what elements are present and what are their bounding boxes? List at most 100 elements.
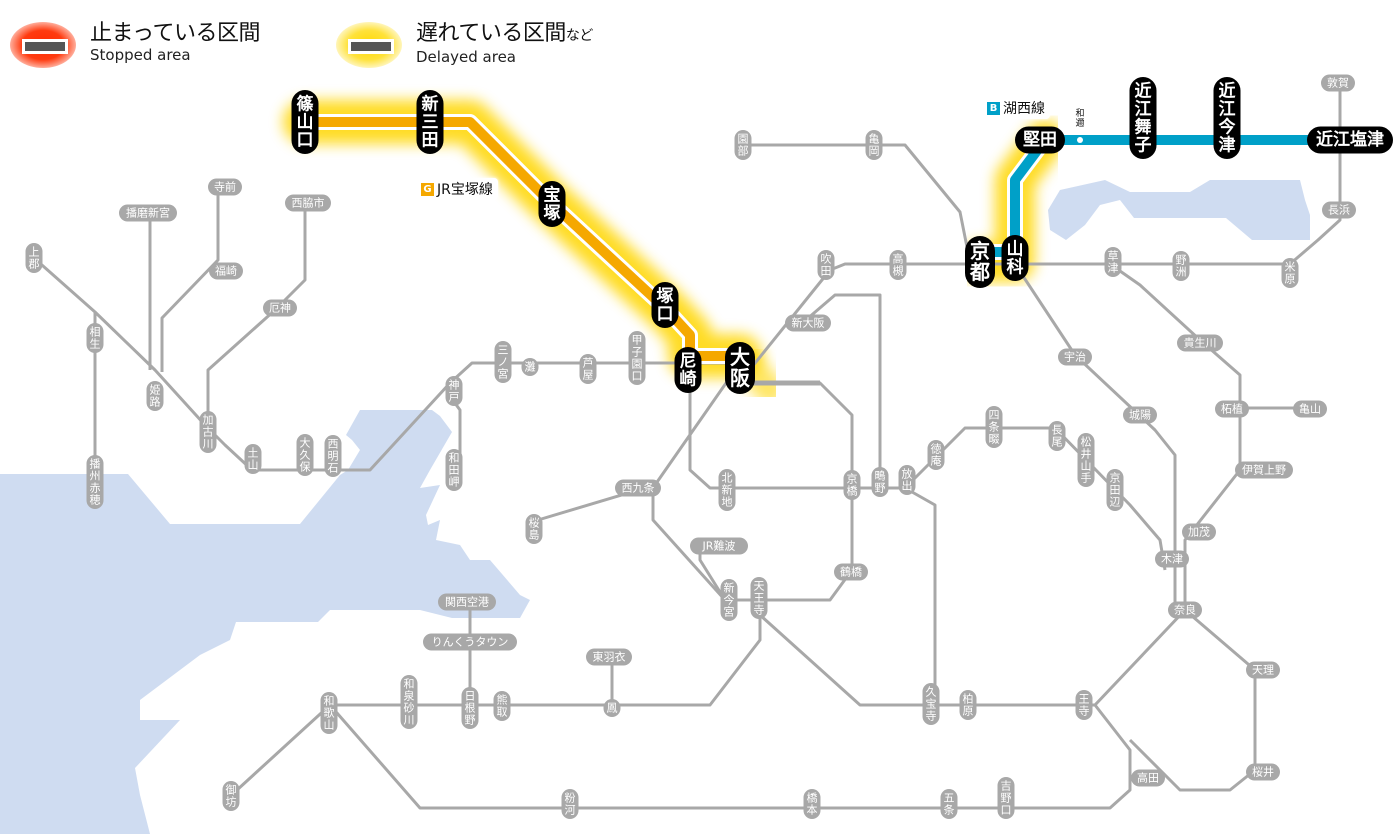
station[interactable]: 城陽 bbox=[1123, 406, 1157, 424]
station[interactable]: 高槻 bbox=[889, 250, 907, 280]
station[interactable]: 播州赤穂 bbox=[86, 455, 104, 509]
station[interactable]: 新大阪 bbox=[785, 314, 831, 332]
station[interactable]: 日根野 bbox=[461, 687, 479, 729]
station[interactable]: 熊取 bbox=[493, 691, 511, 721]
station-affected[interactable]: 大阪 bbox=[725, 342, 755, 394]
station-affected[interactable]: 尼崎 bbox=[674, 347, 702, 393]
station[interactable]: 桜島 bbox=[525, 514, 543, 544]
station[interactable]: 和田岬 bbox=[445, 449, 463, 491]
station[interactable]: りんくうタウン bbox=[423, 633, 517, 651]
station-affected[interactable]: 近江今津 bbox=[1213, 77, 1241, 159]
station[interactable]: 伊賀上野 bbox=[1235, 461, 1293, 479]
station[interactable]: 大久保 bbox=[296, 434, 314, 476]
station[interactable]: 厄神 bbox=[263, 299, 297, 317]
station[interactable]: 敦賀 bbox=[1321, 74, 1355, 92]
station[interactable]: 長浜 bbox=[1322, 201, 1356, 219]
station[interactable]: 柘植 bbox=[1215, 400, 1249, 418]
station[interactable]: 吹田 bbox=[817, 250, 835, 280]
station[interactable]: 吉野口 bbox=[997, 777, 1015, 819]
station[interactable]: 久宝寺 bbox=[922, 683, 940, 725]
station[interactable]: 松井山手 bbox=[1077, 433, 1095, 487]
rail-line-normal[interactable] bbox=[1128, 608, 1257, 792]
station[interactable]: 園部 bbox=[734, 130, 752, 160]
station[interactable]: 福崎 bbox=[209, 262, 243, 280]
station[interactable]: JR難波 bbox=[690, 537, 748, 555]
station-affected[interactable]: 近江舞子 bbox=[1129, 77, 1157, 159]
station[interactable]: 草津 bbox=[1104, 247, 1122, 277]
rail-line-normal[interactable] bbox=[206, 205, 307, 440]
station[interactable]: 京田辺 bbox=[1106, 469, 1124, 511]
station[interactable]: 播磨新宮 bbox=[119, 204, 177, 222]
station[interactable]: 野洲 bbox=[1172, 251, 1190, 281]
station[interactable]: 亀山 bbox=[1293, 400, 1327, 418]
station[interactable]: 相生 bbox=[86, 323, 104, 353]
station[interactable]: 西九条 bbox=[615, 479, 661, 497]
station[interactable]: 鶴橋 bbox=[834, 563, 868, 581]
line-badge-takarazuka[interactable]: G JR宝塚線 bbox=[418, 178, 498, 200]
rail-line-normal[interactable] bbox=[758, 608, 1187, 707]
rail-line-normal[interactable] bbox=[330, 600, 762, 707]
station[interactable]: 関西空港 bbox=[438, 593, 496, 611]
station[interactable]: 木津 bbox=[1155, 550, 1189, 568]
station[interactable]: 宇治 bbox=[1058, 348, 1092, 366]
station[interactable]: 姫路 bbox=[146, 381, 164, 411]
rail-line-normal[interactable] bbox=[651, 381, 854, 602]
station[interactable]: 米原 bbox=[1281, 258, 1299, 288]
station[interactable]: 鴫野 bbox=[871, 467, 889, 497]
station[interactable]: 東羽衣 bbox=[586, 648, 632, 666]
station[interactable]: 京橋 bbox=[843, 470, 861, 500]
station[interactable]: 五条 bbox=[940, 789, 958, 819]
station[interactable]: 西脇市 bbox=[285, 194, 331, 212]
station[interactable]: 四条畷 bbox=[985, 406, 1003, 448]
station[interactable]: 三ノ宮 bbox=[494, 341, 512, 383]
rail-line-normal[interactable] bbox=[829, 90, 1342, 272]
station[interactable]: 土山 bbox=[244, 444, 262, 474]
station[interactable]: 新今宮 bbox=[720, 579, 738, 621]
station[interactable]: 天理 bbox=[1246, 661, 1280, 679]
station[interactable]: 亀岡 bbox=[865, 130, 883, 160]
station[interactable]: 長尾 bbox=[1048, 421, 1066, 451]
station[interactable]: 橋本 bbox=[803, 789, 821, 819]
station[interactable]: 和歌山 bbox=[320, 692, 338, 734]
station[interactable]: 芦屋 bbox=[579, 354, 597, 384]
station[interactable]: 和泉砂川 bbox=[400, 675, 418, 729]
station[interactable]: 御坊 bbox=[222, 781, 240, 811]
station[interactable]: 王寺 bbox=[1075, 690, 1093, 720]
rail-line-normal[interactable] bbox=[904, 486, 937, 705]
station[interactable]: 北新地 bbox=[718, 469, 736, 511]
station[interactable]: 加茂 bbox=[1182, 523, 1216, 541]
station[interactable]: 貴生川 bbox=[1177, 334, 1223, 352]
rail-line-normal[interactable] bbox=[33, 256, 740, 472]
station[interactable]: 甲子園口 bbox=[628, 331, 646, 385]
station-affected[interactable]: 近江塩津 bbox=[1307, 126, 1393, 154]
station[interactable]: 柏原 bbox=[959, 690, 977, 720]
station[interactable]: 桜井 bbox=[1246, 763, 1280, 781]
line-badge-kosei[interactable]: B 湖西線 bbox=[984, 97, 1050, 119]
rail-line-normal[interactable] bbox=[160, 195, 220, 372]
station[interactable]: 上郡 bbox=[25, 243, 43, 273]
station-affected[interactable]: 京都 bbox=[965, 236, 995, 288]
rail-line-normal[interactable] bbox=[235, 703, 1132, 810]
rail-line-normal[interactable] bbox=[745, 143, 972, 263]
rail-line-normal[interactable] bbox=[1013, 263, 1177, 610]
osaka-loop-line[interactable] bbox=[653, 380, 820, 488]
station-affected[interactable]: 宝塚 bbox=[538, 181, 566, 227]
station[interactable]: 鳳 bbox=[603, 699, 621, 717]
station-affected[interactable]: 堅田 bbox=[1015, 126, 1065, 154]
station-affected[interactable]: 山科 bbox=[1001, 235, 1029, 281]
station[interactable]: 加古川 bbox=[199, 411, 217, 453]
station[interactable]: 西明石 bbox=[324, 435, 342, 477]
station-affected[interactable]: 篠山口 bbox=[291, 90, 319, 154]
station[interactable]: 粉河 bbox=[561, 789, 579, 819]
station[interactable]: 灘 bbox=[521, 358, 539, 376]
station[interactable]: 寺前 bbox=[208, 178, 242, 196]
station[interactable]: 高田 bbox=[1131, 769, 1165, 787]
station[interactable]: 奈良 bbox=[1168, 601, 1202, 619]
rail-line-normal[interactable] bbox=[1109, 262, 1242, 610]
station[interactable]: 天王寺 bbox=[750, 577, 768, 619]
station[interactable]: 放出 bbox=[898, 465, 916, 495]
station[interactable]: 徳庵 bbox=[927, 440, 945, 470]
station-affected[interactable]: 新三田 bbox=[416, 90, 444, 154]
station[interactable]: 神戸 bbox=[445, 376, 463, 406]
station-affected[interactable]: 塚口 bbox=[651, 282, 679, 328]
